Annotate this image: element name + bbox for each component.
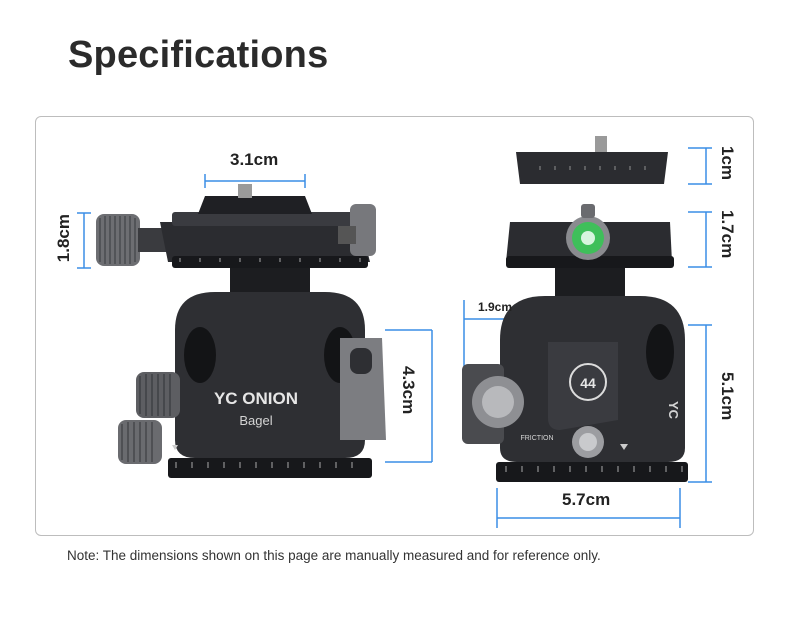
brand-logo: YC ONION <box>214 389 298 408</box>
dim-left-clamp-height: 1.8cm <box>54 214 73 263</box>
page-title: Specifications <box>68 34 329 76</box>
dim-right-base-width: 5.7cm <box>562 490 611 509</box>
measurement-lines-right <box>463 147 712 528</box>
dim-left-ball-height: 4.3cm <box>399 366 418 415</box>
dim-right-body-height: 5.1cm <box>718 372 737 421</box>
side-logo: YC <box>666 401 681 420</box>
dim-right-clamp-height: 1.7cm <box>718 210 737 259</box>
measurement-lines-left <box>77 174 433 463</box>
dim-left-plate-width: 3.1cm <box>230 150 279 169</box>
dim-right-knob-offset: 1.9cm <box>478 300 513 314</box>
model-name: Bagel <box>239 413 272 428</box>
dim-right-plate-thickness: 1cm <box>718 146 737 181</box>
disclaimer-note: Note: The dimensions shown on this page … <box>67 548 601 563</box>
capacity-badge: 44 <box>580 375 596 391</box>
friction-label: FRICTION <box>520 435 553 442</box>
